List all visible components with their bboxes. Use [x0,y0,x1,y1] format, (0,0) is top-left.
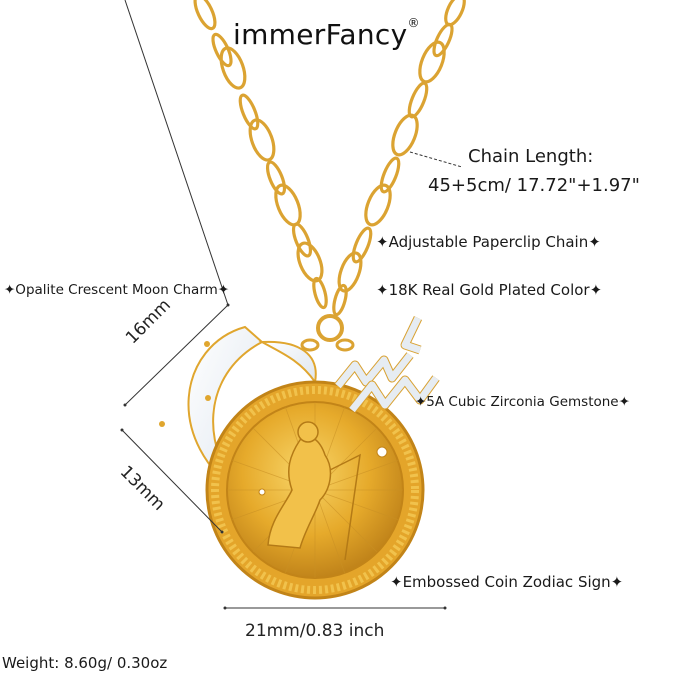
chain-left [193,0,328,310]
aquarius-cz-charm [334,316,440,413]
bail-ring [316,314,344,342]
feature-moon-charm: ✦Opalite Crescent Moon Charm✦ [4,282,230,298]
dimension-lines [121,0,445,609]
chain-right [332,0,466,317]
chain-length-label: Chain Length: [468,146,594,167]
chain-length-value: 45+5cm/ 17.72"+1.97" [428,175,640,196]
brand-name: immerFancy [233,18,408,51]
trademark-symbol: ® [407,16,420,30]
feature-zirconia: ✦5A Cubic Zirconia Gemstone✦ [415,394,630,410]
zodiac-coin [205,380,425,600]
weight-label: Weight: 8.60g/ 0.30oz [2,654,168,672]
feature-coin: ✦Embossed Coin Zodiac Sign✦ [390,573,624,591]
feature-gold-plated: ✦18K Real Gold Plated Color✦ [376,281,603,299]
chain-length-leader [409,151,463,168]
feature-adjustable-chain: ✦Adjustable Paperclip Chain✦ [376,233,601,251]
brand-logo: immerFancy® [233,16,420,51]
dimension-coin-width: 21mm/0.83 inch [245,621,385,641]
